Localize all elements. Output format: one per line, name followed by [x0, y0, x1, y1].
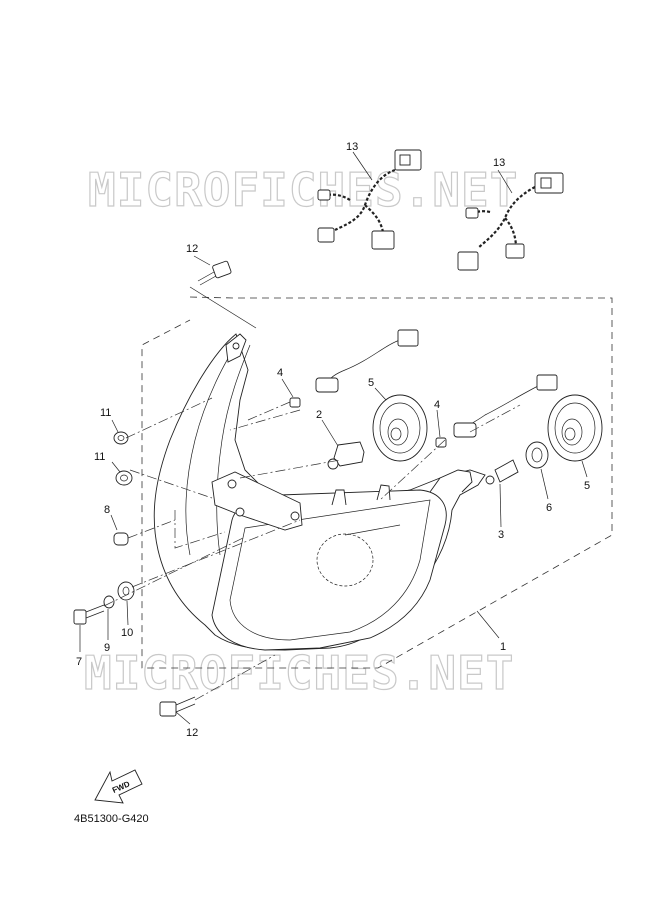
assembly-lines	[103, 397, 521, 607]
callout-9: 9	[104, 642, 110, 654]
wire-harness-left	[317, 149, 422, 250]
callout-1: 1	[500, 641, 506, 653]
leader-lines	[79, 151, 588, 725]
callout-3: 3	[498, 529, 504, 541]
cover-5-left	[372, 394, 428, 462]
grommet-10	[117, 581, 135, 601]
callout-10: 10	[121, 627, 133, 639]
callout-5-left: 5	[368, 377, 374, 389]
bolt-7	[73, 604, 105, 625]
callout-12-top: 12	[186, 243, 198, 255]
bulb-3	[485, 459, 519, 485]
callout-11-upper: 11	[100, 407, 111, 419]
callout-4-right: 4	[434, 399, 440, 411]
cover-5-right	[547, 394, 603, 462]
callout-12-bottom: 12	[186, 727, 198, 739]
callout-11-lower: 11	[94, 451, 105, 463]
watermark-top: MICROFICHES.NET	[88, 163, 518, 217]
grommet-11-upper	[113, 431, 129, 445]
fwd-arrow-icon: FWD	[94, 769, 143, 804]
callout-4-left: 4	[277, 367, 283, 379]
bolt-12-top	[189, 260, 257, 329]
bolt-12-bottom	[159, 654, 276, 717]
socket-6	[525, 441, 549, 469]
collar-8	[113, 532, 129, 546]
bulb-2	[327, 441, 365, 470]
callout-13-right: 13	[493, 157, 505, 169]
callout-5-right: 5	[584, 480, 590, 492]
callout-7: 7	[76, 656, 82, 668]
grommet-11-lower	[115, 470, 133, 486]
assembly-boundary	[141, 296, 613, 669]
headlight-housing	[153, 333, 486, 651]
socket-4-left	[289, 397, 301, 408]
socket-4-right	[435, 437, 447, 448]
callout-6: 6	[546, 502, 552, 514]
callout-13-left: 13	[346, 141, 358, 153]
diagram-code: 4B51300-G420	[74, 813, 149, 825]
bulb-socket-wire-right	[453, 374, 558, 438]
watermark-bottom: MICROFICHES.NET	[84, 646, 514, 700]
wire-harness-right	[457, 172, 564, 271]
callout-2: 2	[316, 409, 322, 421]
callout-labels: 13 13 12 4 5 4 2 11 11 8 3 6 5 1 7 9 10 …	[76, 141, 590, 739]
bulb-socket-wire-left	[315, 329, 419, 393]
callout-8: 8	[104, 504, 110, 516]
